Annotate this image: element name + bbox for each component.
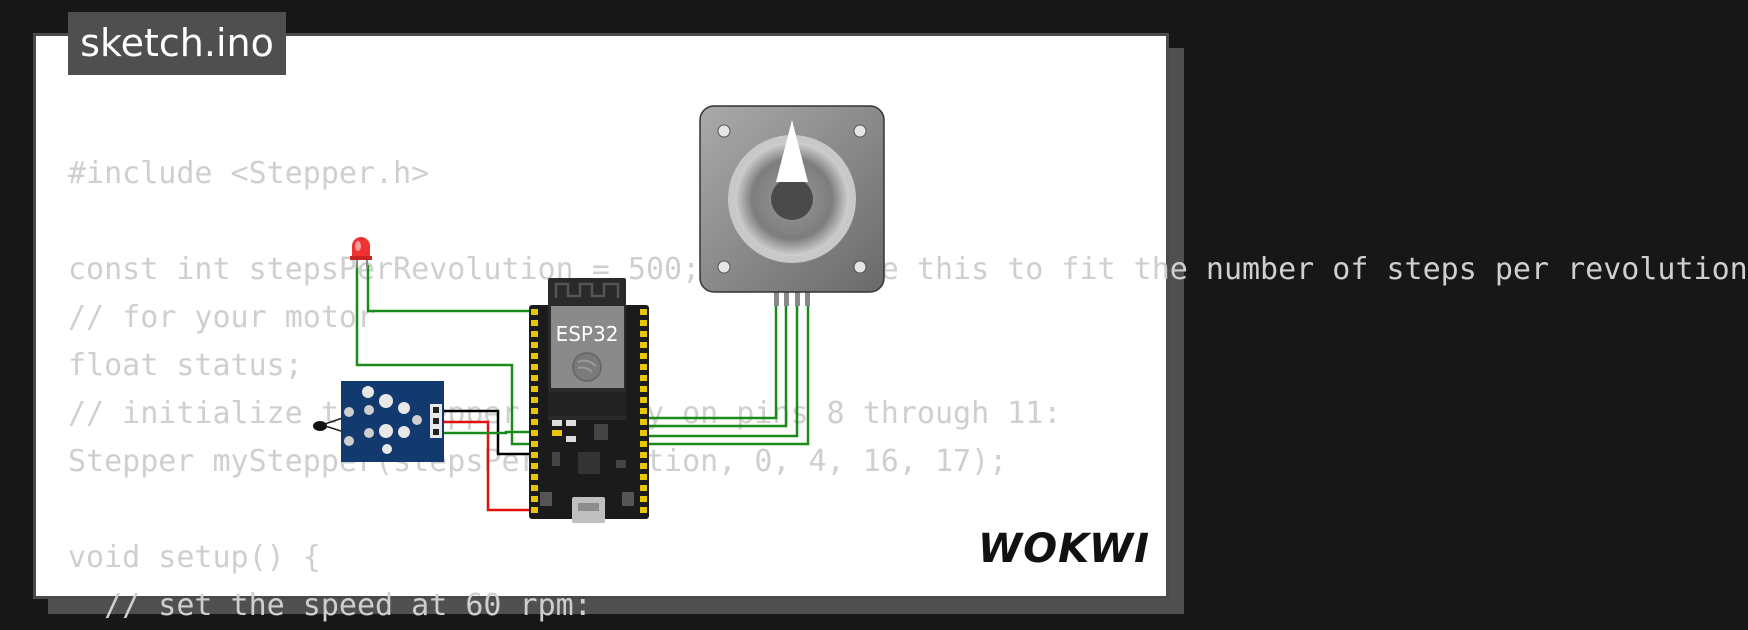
pin-header-left: [531, 309, 538, 513]
code-line: void setup() {: [68, 540, 321, 575]
wire-motor-a: [646, 305, 778, 420]
motor-indicator-icon: [776, 120, 808, 182]
espressif-logo-icon: [572, 352, 602, 382]
wire-motor-d: [646, 305, 810, 446]
wire-sensor-signal: [442, 430, 532, 435]
pin-header-right: [640, 309, 647, 513]
motor-shaft: [771, 178, 813, 220]
code-line: // set the speed at 60 rpm:: [68, 588, 592, 623]
wire-motor-b: [646, 305, 788, 428]
sketch-title-tab: sketch.ino: [68, 12, 286, 75]
red-led[interactable]: [350, 237, 372, 268]
stepper-motor[interactable]: [699, 105, 885, 306]
wire-motor-c: [646, 305, 799, 438]
sensor-module[interactable]: [313, 381, 444, 462]
code-background: #include <Stepper.h>const int stepsPerRe…: [68, 150, 1748, 630]
code-line: float status;: [68, 348, 303, 383]
boot-button[interactable]: [540, 492, 552, 506]
reset-button[interactable]: [622, 492, 634, 506]
wire-sensor-vcc: [442, 420, 532, 512]
wire-led-anode: [366, 265, 532, 313]
esp32-label: ESP32: [556, 322, 619, 346]
code-line: // for your motor: [68, 300, 376, 335]
wokwi-logo: WOKWI: [978, 526, 1151, 572]
wire-led-cathode: [355, 265, 532, 446]
esp32-board[interactable]: ESP32: [529, 278, 649, 523]
code-line: #include <Stepper.h>: [68, 156, 430, 191]
circuit-diagram: ESP32: [313, 105, 885, 523]
wires: [355, 265, 810, 512]
